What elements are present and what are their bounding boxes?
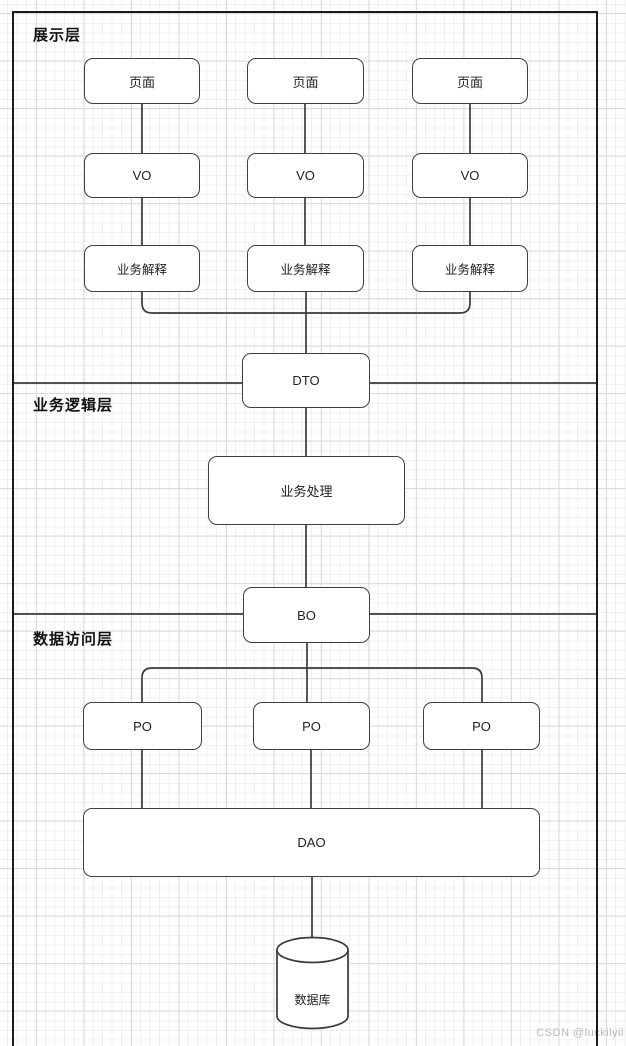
- node-database-label: 数据库: [294, 993, 331, 1007]
- node-interp-3: 业务解释: [412, 245, 528, 292]
- node-interp-1: 业务解释: [84, 245, 200, 292]
- node-page-1: 页面: [84, 58, 200, 104]
- node-vo-1: VO: [84, 153, 200, 198]
- node-dto: DTO: [242, 353, 370, 408]
- node-po-2: PO: [253, 702, 370, 750]
- layer-label-business: 业务逻辑层: [33, 397, 114, 414]
- database-cylinder-body: [276, 950, 349, 1030]
- node-vo-2: VO: [247, 153, 364, 198]
- watermark: CSDN @luckilyil: [536, 1027, 624, 1039]
- node-business-process: 业务处理: [208, 456, 405, 525]
- layer-label-presentation: 展示层: [33, 27, 82, 44]
- node-dao: DAO: [83, 808, 540, 877]
- node-po-3: PO: [423, 702, 540, 750]
- node-bo: BO: [243, 587, 370, 643]
- fanout-connector-bo-po: [141, 667, 483, 702]
- node-page-2: 页面: [247, 58, 364, 104]
- node-vo-3: VO: [412, 153, 528, 198]
- node-po-1: PO: [83, 702, 202, 750]
- node-interp-2: 业务解释: [247, 245, 364, 292]
- database-cylinder-top: [276, 936, 349, 964]
- layer-label-data-access: 数据访问层: [33, 631, 114, 648]
- node-page-3: 页面: [412, 58, 528, 104]
